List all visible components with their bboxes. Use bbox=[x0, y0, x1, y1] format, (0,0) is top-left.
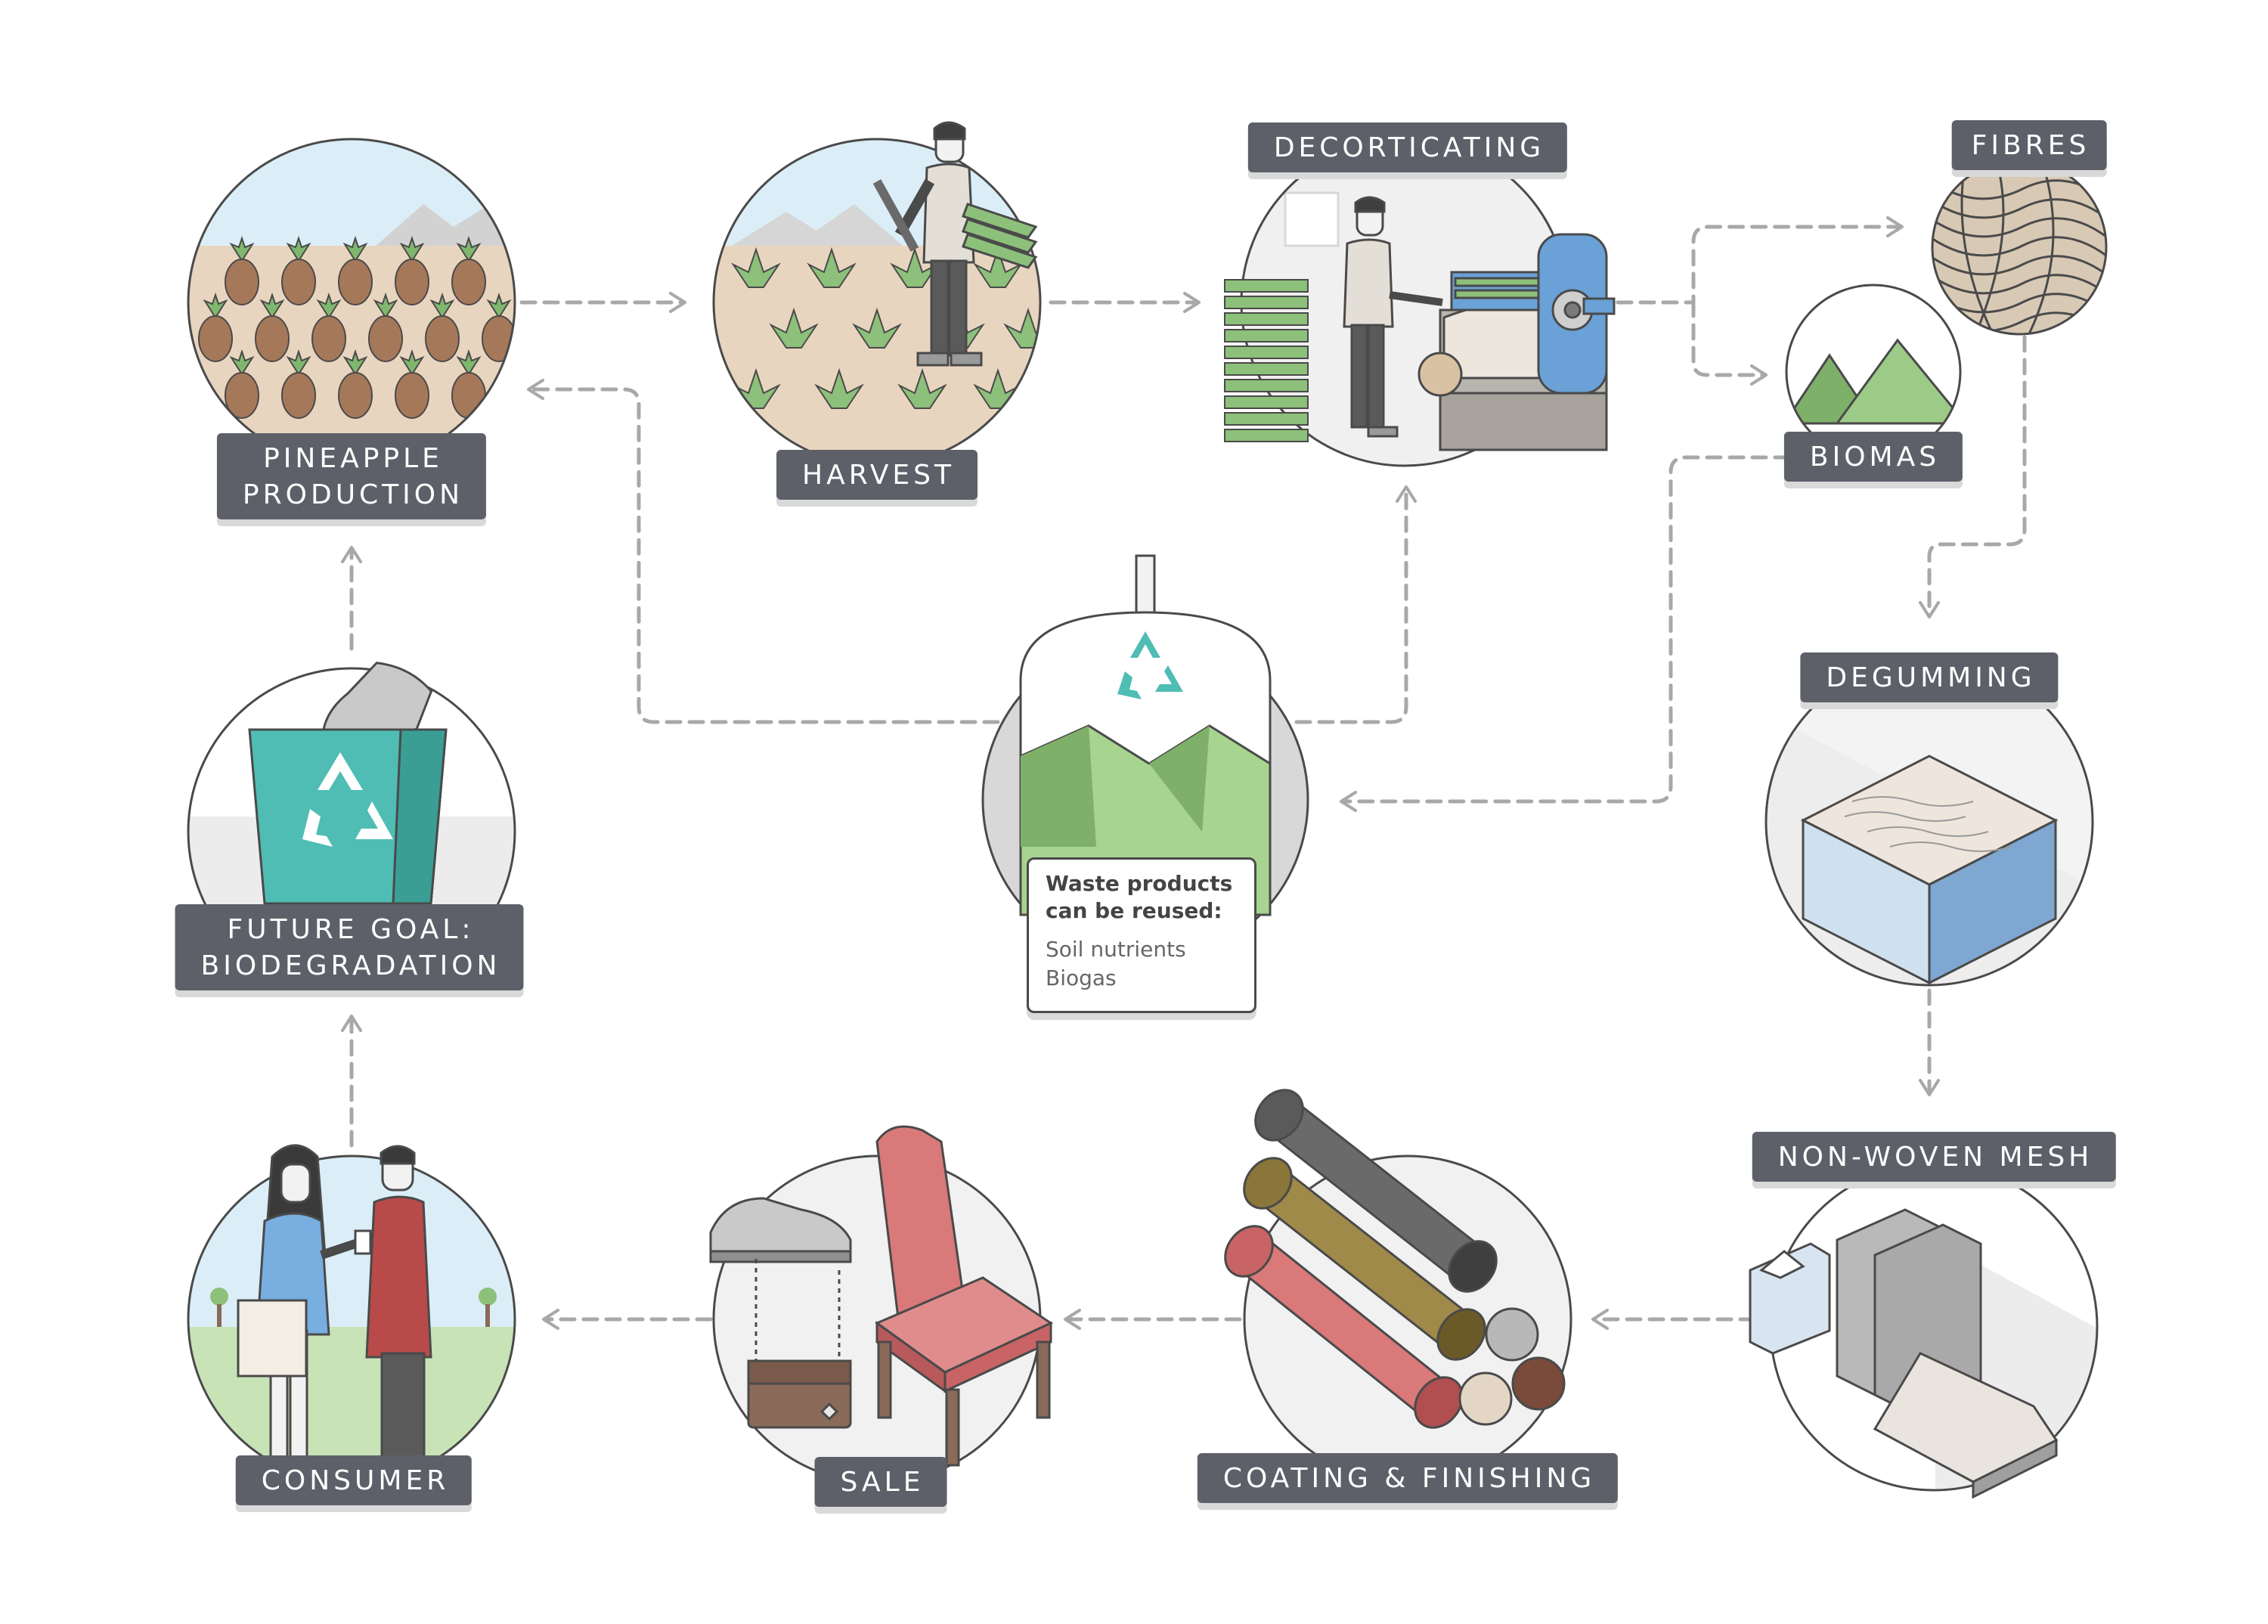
stage-sale-illustration bbox=[709, 1125, 1054, 1484]
waste-note-title-line-1: Waste products bbox=[1046, 871, 1233, 896]
bag-icon bbox=[747, 1259, 852, 1429]
label-non-woven-mesh: NON-WOVEN MESH bbox=[1752, 1132, 2116, 1182]
degumming-tank bbox=[1800, 755, 2059, 985]
waste-note-item-biogas: Biogas bbox=[1046, 965, 1117, 990]
arrow-waste-to-decorticating bbox=[1294, 485, 1417, 724]
label-biomas-text: BIOMAS bbox=[1809, 442, 1941, 473]
pineapple-icon bbox=[425, 292, 460, 362]
label-biomas: BIOMAS bbox=[1783, 432, 1963, 482]
pineapple-icon bbox=[338, 349, 373, 419]
label-fibres: FIBRES bbox=[1951, 120, 2107, 170]
label-future-goal: FUTURE GOAL: BIODEGRADATION bbox=[175, 904, 524, 990]
stage-pineapple-production-illustration bbox=[187, 138, 516, 467]
stage-non-woven-mesh-illustration bbox=[1749, 1162, 2099, 1499]
person-icon bbox=[1343, 196, 1443, 438]
arrow-fibres-to-degumming bbox=[1919, 335, 2027, 618]
pineapple-icon bbox=[225, 349, 259, 419]
label-sale-text: SALE bbox=[840, 1467, 925, 1498]
label-decorticating-text: DECORTICATING bbox=[1273, 132, 1545, 163]
chair-icon bbox=[874, 1125, 1054, 1467]
shoe-icon bbox=[709, 1197, 852, 1263]
pineapple-icon bbox=[395, 235, 429, 305]
person-icon bbox=[872, 121, 1038, 367]
pineapple-icon bbox=[281, 235, 316, 305]
label-decorticating: DECORTICATING bbox=[1247, 122, 1568, 172]
stage-consumer-illustration bbox=[187, 1144, 516, 1491]
mesh-machine bbox=[1749, 1208, 2059, 1499]
label-future-goal-line-2: BIODEGRADATION bbox=[200, 950, 501, 981]
pineapple-icon bbox=[255, 292, 290, 362]
label-degumming-text: DEGUMMING bbox=[1826, 662, 2036, 693]
pineapple-icon bbox=[225, 235, 259, 305]
label-harvest: HARVEST bbox=[776, 450, 978, 500]
arrow-waste-to-production bbox=[527, 379, 1000, 724]
label-consumer: CONSUMER bbox=[235, 1455, 472, 1505]
arrow-decorticating-to-biomas bbox=[1691, 300, 1768, 386]
pineapple-icon bbox=[338, 235, 373, 305]
label-pineapple-production-line-2: PRODUCTION bbox=[242, 479, 464, 510]
stage-degumming-illustration bbox=[1765, 657, 2094, 987]
stage-decorticating-illustration bbox=[1224, 138, 1616, 467]
label-coating-finishing-text: COATING & FINISHING bbox=[1222, 1463, 1596, 1494]
stage-harvest-illustration bbox=[712, 121, 1042, 467]
stage-fibres-illustration bbox=[1931, 159, 2108, 336]
pineapple-icon bbox=[198, 292, 233, 362]
person-icon bbox=[237, 1144, 372, 1483]
waste-products-note: Waste products can be reused: Soil nutri… bbox=[1027, 857, 1256, 1013]
label-future-goal-line-1: FUTURE GOAL: bbox=[227, 914, 475, 945]
recycle-icon bbox=[1117, 631, 1183, 699]
connectors bbox=[341, 216, 2027, 1330]
label-consumer-text: CONSUMER bbox=[261, 1465, 450, 1496]
stage-biomas-illustration bbox=[1785, 284, 1962, 460]
label-degumming: DEGUMMING bbox=[1800, 652, 2059, 702]
label-harvest-text: HARVEST bbox=[802, 460, 955, 491]
decorticator-machine bbox=[1418, 233, 1616, 451]
recycle-icon bbox=[302, 752, 393, 847]
waste-note-item-soil-nutrients: Soil nutrients bbox=[1046, 937, 1186, 962]
pineapple-icon bbox=[281, 349, 316, 419]
pineapple-icon bbox=[368, 292, 403, 362]
fabric-roll-icon bbox=[1224, 1089, 1566, 1429]
label-non-woven-mesh-text: NON-WOVEN MESH bbox=[1777, 1142, 2093, 1173]
label-fibres-text: FIBRES bbox=[1971, 130, 2090, 161]
pineapple-icon bbox=[451, 235, 486, 305]
label-pineapple-production: PINEAPPLE PRODUCTION bbox=[216, 433, 487, 519]
waste-note-title-line-2: can be reused: bbox=[1046, 898, 1222, 923]
pineapple-icon bbox=[311, 292, 346, 362]
label-coating-finishing: COATING & FINISHING bbox=[1197, 1453, 1619, 1503]
arrow-biomas-to-waste bbox=[1340, 455, 1791, 812]
label-sale: SALE bbox=[814, 1457, 947, 1507]
pineapple-icon bbox=[395, 349, 429, 419]
pineapple-icon bbox=[482, 292, 515, 362]
stage-coating-finishing-illustration bbox=[1224, 1089, 1572, 1484]
label-pineapple-production-line-1: PINEAPPLE bbox=[263, 443, 443, 474]
recycle-bin bbox=[248, 728, 448, 905]
arrow-decorticating-to-fibres bbox=[1593, 216, 1904, 305]
